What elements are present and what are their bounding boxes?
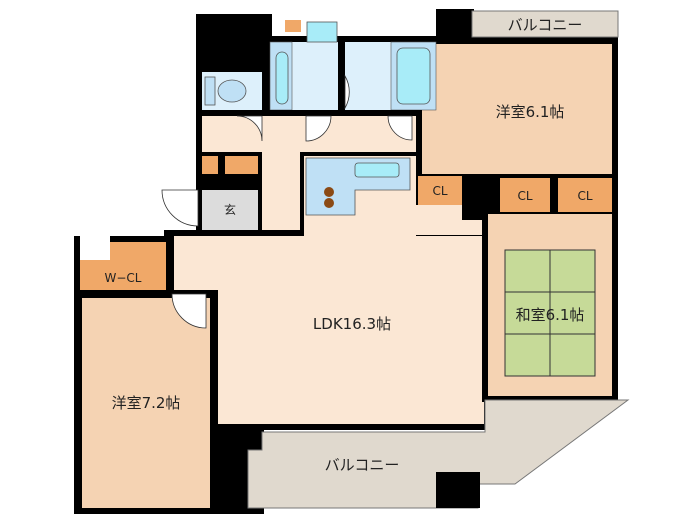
toilet[interactable] bbox=[202, 72, 262, 110]
western-room-2[interactable]: 洋室7.2帖 bbox=[82, 298, 210, 508]
door-icons bbox=[161, 74, 413, 329]
walk-in-closet[interactable]: W−CL bbox=[80, 236, 166, 290]
sink-icon bbox=[275, 51, 289, 105]
walk-in-closet-label: W−CL bbox=[105, 271, 142, 285]
bathroom[interactable] bbox=[345, 41, 437, 111]
washing-machine-icon bbox=[306, 21, 338, 43]
bathtub-icon bbox=[396, 47, 431, 105]
balcony-top-label: バルコニー bbox=[508, 16, 583, 34]
closet-1[interactable]: CL bbox=[418, 176, 462, 205]
kitchen[interactable] bbox=[305, 157, 411, 216]
stove-burner-icon bbox=[324, 187, 334, 197]
kitchen-sink-icon bbox=[354, 162, 400, 178]
washroom[interactable] bbox=[269, 20, 338, 111]
balcony-bottom-label: バルコニー bbox=[325, 456, 400, 474]
western-room-2-label: 洋室7.2帖 bbox=[112, 394, 181, 412]
closet-3[interactable]: CL bbox=[558, 178, 612, 212]
western-room-1-label: 洋室6.1帖 bbox=[496, 103, 565, 121]
ldk-label: LDK16.3帖 bbox=[313, 315, 391, 333]
closet-1-label: CL bbox=[432, 184, 447, 198]
japanese-room-label: 和室6.1帖 bbox=[516, 306, 585, 324]
japanese-room[interactable]: 和室6.1帖 bbox=[488, 214, 612, 396]
balcony-top[interactable]: バルコニー bbox=[471, 10, 619, 38]
entrance-label: 玄 bbox=[224, 202, 236, 217]
closet-2-label: CL bbox=[517, 189, 532, 203]
stove-burner-icon bbox=[324, 198, 334, 208]
toilet-bowl-icon bbox=[217, 79, 247, 103]
closet-2[interactable]: CL bbox=[500, 178, 550, 212]
closet-3-label: CL bbox=[577, 189, 592, 203]
western-room-1[interactable]: 洋室6.1帖 bbox=[422, 44, 612, 174]
balcony-bottom[interactable]: バルコニー bbox=[247, 399, 630, 509]
entrance[interactable]: 玄 bbox=[202, 156, 258, 230]
